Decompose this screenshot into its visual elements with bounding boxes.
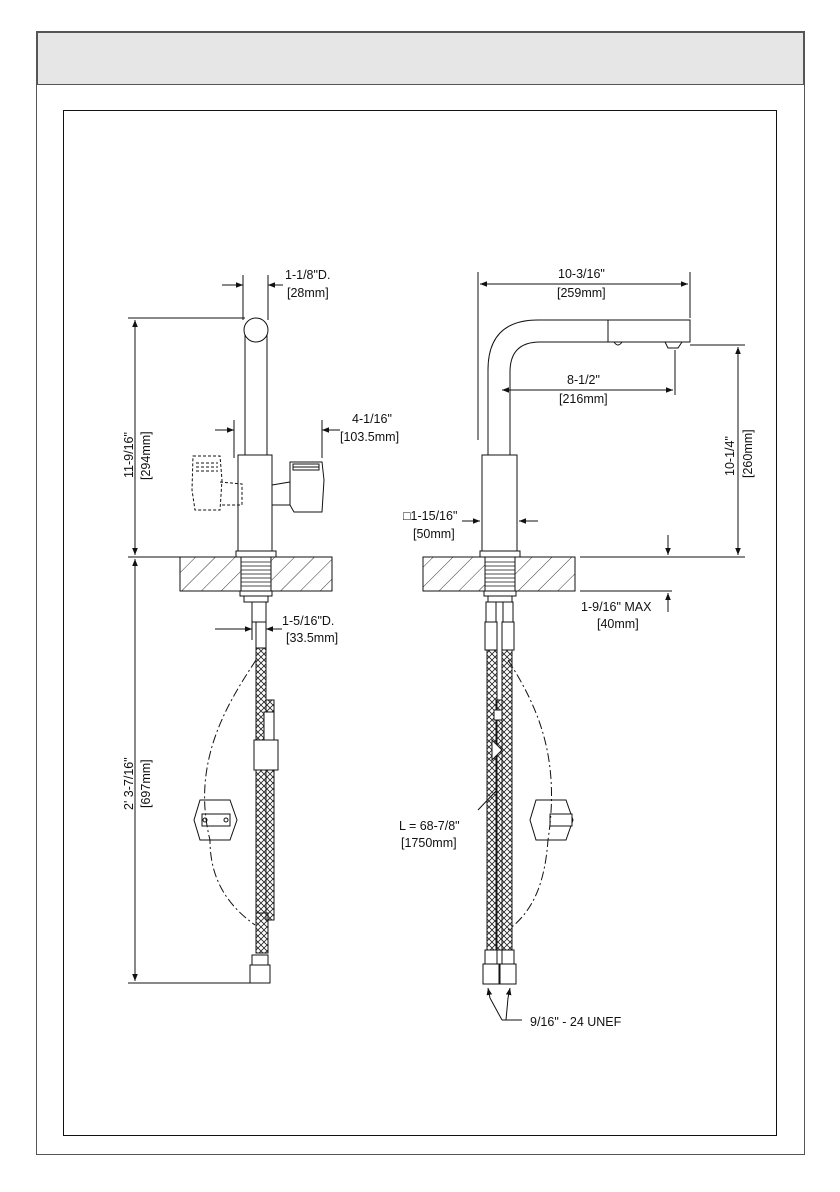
- overall-reach-metric: [259mm]: [557, 286, 606, 300]
- right-hose-nut-2: [500, 964, 516, 984]
- thread-label: 9/16" - 24 UNEF: [530, 1015, 622, 1029]
- left-view: [128, 275, 340, 983]
- overall-reach-imperial: 10-3/16": [558, 267, 605, 281]
- left-spout-head: [244, 318, 268, 342]
- right-hose-2: [502, 650, 512, 950]
- shank-diameter-imperial: 1-5/16"D.: [282, 614, 334, 628]
- height-above-deck-imperial: 11-9/16": [122, 432, 136, 478]
- left-hose-nut: [250, 965, 270, 983]
- right-hose-nut-1: [483, 964, 499, 984]
- spout-reach-metric: [216mm]: [559, 392, 608, 406]
- deck-thickness-metric: [40mm]: [597, 617, 639, 631]
- right-spout: [488, 320, 690, 455]
- left-faucet-body: [238, 455, 272, 551]
- left-supply-hose: [256, 648, 266, 913]
- spout-clearance-metric: [260mm]: [741, 429, 755, 478]
- right-faucet-body: [482, 455, 517, 551]
- spout-diameter-metric: [28mm]: [287, 286, 329, 300]
- left-spout-column: [245, 330, 267, 455]
- right-dimension-labels: 10-3/16" [259mm] 8-1/2" [216mm] 10-1/4" …: [399, 267, 755, 1029]
- handle-reach-imperial: 4-1/16": [352, 412, 392, 426]
- supply-length-imperial: 2' 3-7/16": [122, 757, 136, 810]
- hose-length-imperial: L = 68-7/8": [399, 819, 460, 833]
- height-above-deck-metric: [294mm]: [139, 431, 153, 480]
- shank-diameter-metric: [33.5mm]: [286, 631, 338, 645]
- spout-diameter-imperial: 1-1/8"D.: [285, 268, 330, 282]
- deck-thickness-imperial: 1-9/16" MAX: [581, 600, 652, 614]
- handle-reach-metric: [103.5mm]: [340, 430, 399, 444]
- base-size-imperial: □1-15/16": [403, 509, 457, 523]
- hose-length-metric: [1750mm]: [401, 836, 457, 850]
- spout-clearance-imperial: 10-1/4": [723, 436, 737, 476]
- supply-length-metric: [697mm]: [139, 759, 153, 808]
- base-size-metric: [50mm]: [413, 527, 455, 541]
- spout-reach-imperial: 8-1/2": [567, 373, 600, 387]
